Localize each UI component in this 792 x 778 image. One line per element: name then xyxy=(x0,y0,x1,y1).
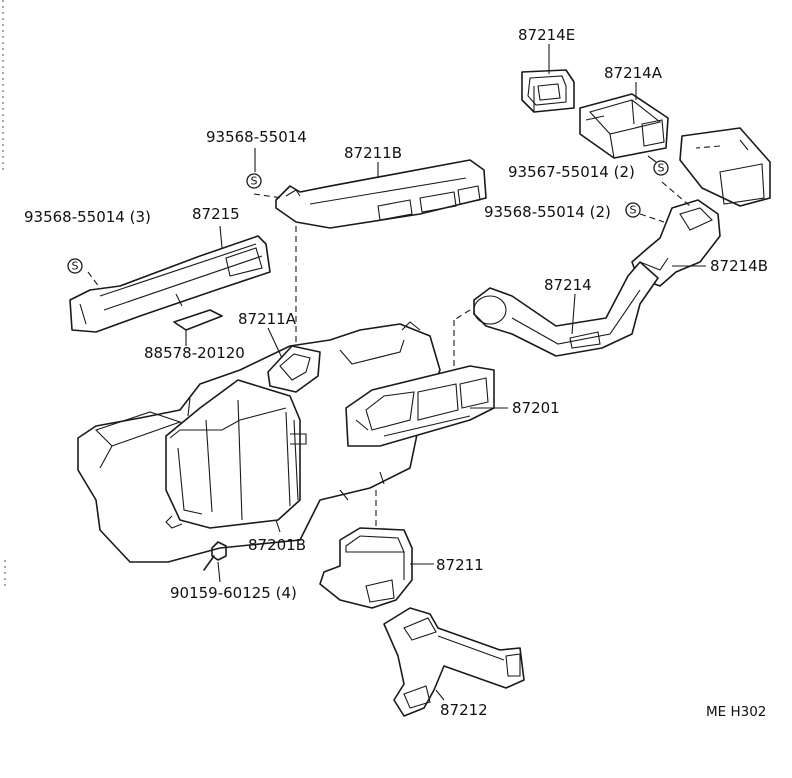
filter-pad-88578 xyxy=(173,309,223,331)
duct-87214 xyxy=(473,261,659,357)
blower-case-87201b xyxy=(165,379,307,529)
part-label-87211b: 87211B xyxy=(344,144,402,162)
svg-text:S: S xyxy=(251,175,258,188)
clip-symbol: S xyxy=(67,258,83,274)
part-label-87215: 87215 xyxy=(192,205,240,223)
part-label-93568-55014: 93568-55014 xyxy=(206,128,307,146)
part-label-87212: 87212 xyxy=(440,701,488,719)
elbow-87214b xyxy=(631,199,721,287)
screw-90159 xyxy=(203,541,227,571)
part-label-87201b: 87201B xyxy=(248,536,306,554)
part-label-87214: 87214 xyxy=(544,276,592,294)
part-label-87214b: 87214B xyxy=(710,257,768,275)
bracket-right xyxy=(679,127,771,207)
leader-lines xyxy=(185,44,706,701)
clip-symbol: S xyxy=(625,202,641,218)
svg-text:S: S xyxy=(72,260,79,273)
register-87201 xyxy=(345,365,495,447)
part-label-93567-55014: 93567-55014 (2) xyxy=(508,163,635,181)
clip-symbol: S xyxy=(653,160,669,176)
part-label-87201: 87201 xyxy=(512,399,560,417)
svg-text:S: S xyxy=(630,204,637,217)
duct-87211b xyxy=(275,159,487,229)
clip-symbol: S xyxy=(246,173,262,189)
duct-87212 xyxy=(383,607,525,717)
svg-text:S: S xyxy=(658,162,665,175)
assembly-lines xyxy=(87,145,721,530)
part-label-87211a: 87211A xyxy=(238,310,297,328)
duct-87214a xyxy=(579,93,669,159)
part-label-90159-60125: 90159-60125 (4) xyxy=(170,584,297,602)
connector-87211a xyxy=(267,345,321,393)
part-label-87214a: 87214A xyxy=(604,64,663,82)
duct-adapter-87214e xyxy=(521,69,575,113)
figure-code: ME H302 xyxy=(706,704,766,720)
part-label-88578-20120: 88578-20120 xyxy=(144,344,245,362)
duct-87211 xyxy=(319,527,413,609)
duct-87215 xyxy=(69,235,271,333)
part-label-93568-55014-x2: 93568-55014 (2) xyxy=(484,203,611,221)
part-label-87211: 87211 xyxy=(436,556,484,574)
part-label-93568-55014-x3: 93568-55014 (3) xyxy=(24,208,151,226)
part-label-87214e: 87214E xyxy=(518,26,575,44)
